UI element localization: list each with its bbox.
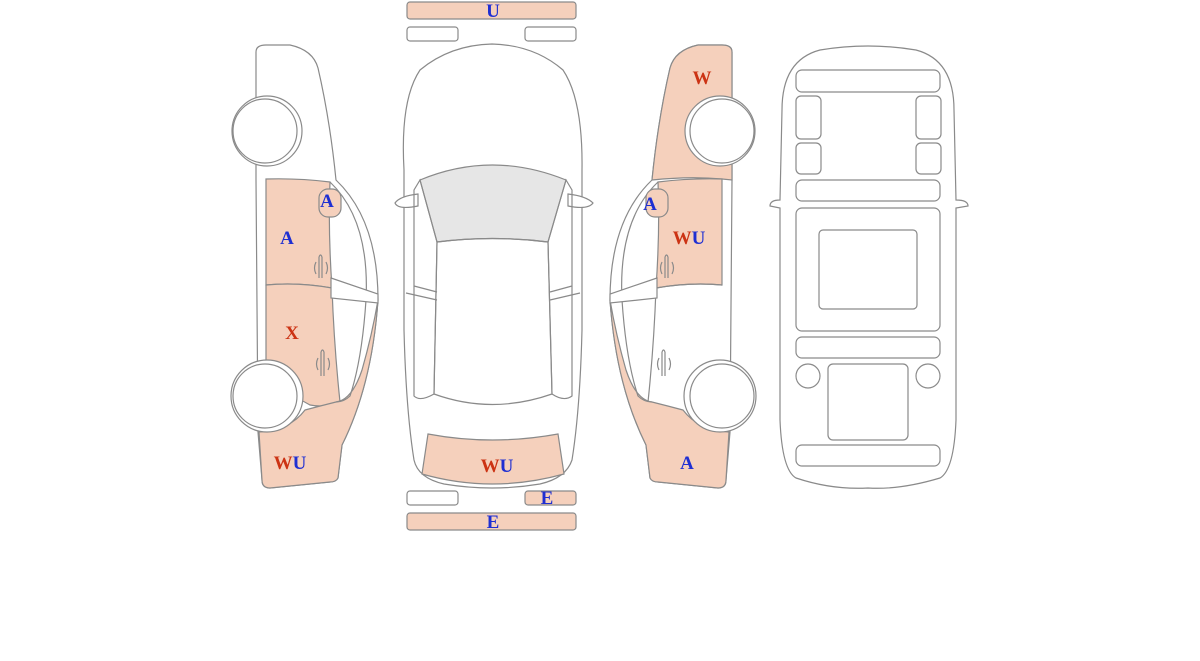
top-right-mirror [567,193,594,209]
underbody-box-left-1 [795,95,822,140]
left-side-view [230,44,379,489]
right-side-windows [547,178,573,400]
underbody-rear-box [827,363,909,441]
right-front-handle [645,188,669,218]
damage-code-U: U [293,453,307,474]
damage-code-E: E [541,488,554,509]
rear-right-lamp [524,490,577,506]
damage-code-A: A [680,453,694,474]
left-rear-wheel [232,363,298,429]
top-view [394,1,594,531]
left-side-windows [413,178,438,400]
front-bumper-bar [406,1,577,20]
top-body-outline [402,43,583,489]
underbody-floor-inner [818,229,918,310]
underbody-box-right-2 [915,142,942,175]
right-rear-quarter-mark: A [680,453,694,474]
left-rear-door-mark: X [285,323,299,344]
damage-code-U: U [486,1,500,22]
underbody-mid-bar-1 [795,179,941,202]
damage-code-A: A [320,191,334,212]
underbody-rear-bar [795,444,941,467]
front-bumper-mark: U [486,1,500,22]
right-rear-lock-icon [656,349,672,376]
underbody-box-left-2 [795,142,822,175]
top-left-mirror [394,193,419,209]
left-window-frame [329,181,367,403]
right-rear-wheel [689,363,755,429]
windshield [419,164,567,243]
left-rear-quarter-mark: WU [274,453,307,474]
underbody-mid-bar-2 [795,336,941,359]
right-side-view [609,44,757,489]
right-front-fender-mark: W [693,68,712,89]
rear-right-lamp-mark: E [541,488,554,509]
left-rear-quarter-panel [258,299,379,489]
right-front-door-mark: WU [673,228,706,249]
rear-bumper-mark: E [487,512,500,533]
damage-code-A: A [643,194,657,215]
underbody-view [769,45,969,489]
damage-labels: U A A X WU WU E E W A WU A [274,1,712,533]
damage-code-W: W [481,456,500,477]
damage-code-W: W [274,453,293,474]
right-front-handle-mark: A [643,194,657,215]
rear-left-lamp [406,490,459,506]
right-window-frame [621,181,659,403]
underbody-box-right-1 [915,95,942,140]
front-right-lamp [524,26,577,42]
left-rear-lock-icon [315,349,331,376]
rear-hatch-panel [421,433,565,485]
damage-code-A: A [280,228,294,249]
left-pillar-line [405,285,438,301]
front-left-lamp [406,26,459,42]
damage-code-W: W [673,228,692,249]
left-front-handle-mark: A [320,191,334,212]
damage-code-U: U [692,228,706,249]
right-mirror [609,277,658,304]
rear-hatch-mark: WU [481,456,514,477]
right-pillar-line [549,285,581,301]
damage-code-U: U [500,456,514,477]
right-front-lock-icon [659,254,675,278]
underbody-circle-left [795,363,821,389]
damage-code-E: E [487,512,500,533]
damage-code-W: W [693,68,712,89]
rear-bumper-bar [406,512,577,531]
right-front-wheel [689,98,755,164]
left-front-handle [318,188,342,218]
left-fuel-lock-icon [313,254,329,278]
left-mirror [330,277,379,304]
underbody-front-bar [795,69,941,93]
damage-code-X: X [285,323,299,344]
left-front-door-mark: A [280,228,294,249]
left-front-wheel [232,98,298,164]
underbody-circle-right [915,363,941,389]
